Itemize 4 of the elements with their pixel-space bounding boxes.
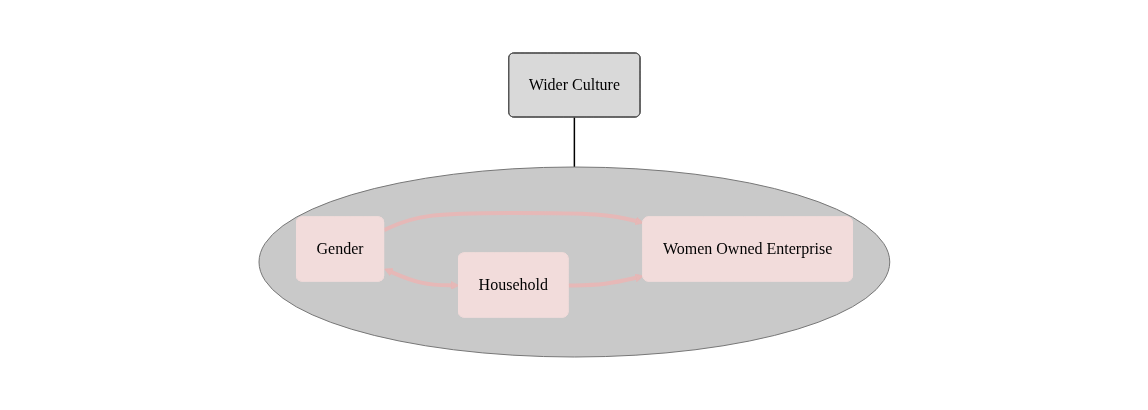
arrow [382,211,644,232]
connector [573,116,575,168]
arrow [568,273,644,288]
arrow [383,268,460,290]
